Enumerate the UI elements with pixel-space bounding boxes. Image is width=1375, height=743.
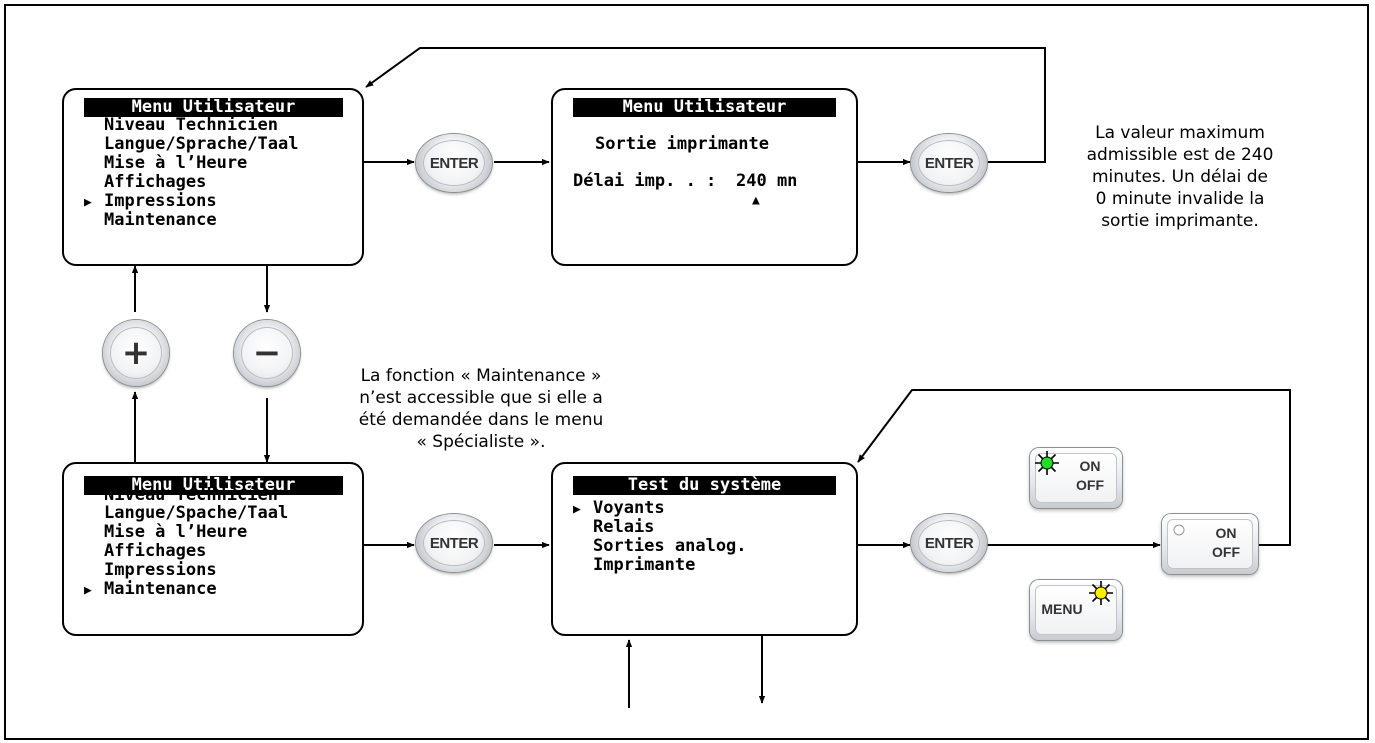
screen-title: Menu Utilisateur	[84, 476, 343, 495]
plus-button[interactable]: +	[103, 320, 169, 386]
enter-label: ENTER	[924, 154, 974, 172]
enter-label: ENTER	[924, 534, 974, 552]
menu-item: Niveau Technicien	[104, 485, 278, 505]
menu-screen-bottom-left: Menu Utilisateur Niveau Technicien Langu…	[62, 462, 364, 636]
note-line: admissible est de 240	[1086, 145, 1274, 165]
menu-label: MENU	[1041, 601, 1083, 617]
on-label: ON	[1079, 458, 1101, 474]
on-label: ON	[1215, 525, 1237, 541]
menu-item: Mise à l’Heure	[104, 522, 248, 542]
menu-item: Langue/Sprache/Taal	[104, 134, 299, 154]
enter-button[interactable]: ENTER	[416, 134, 492, 192]
minus-icon: −	[252, 333, 282, 373]
menu-item: Maintenance	[104, 210, 217, 230]
edit-marker-icon: ▲	[752, 193, 760, 208]
enter-label: ENTER	[429, 154, 479, 172]
printer-output-screen: Menu Utilisateur Sortie imprimante Délai…	[551, 88, 858, 266]
cursor-icon: ▶	[573, 502, 581, 517]
max-delay-note: La valeur maximum admissible est de 240 …	[1060, 122, 1300, 232]
screen-title: Menu Utilisateur	[84, 98, 343, 117]
menu-item: Mise à l’Heure	[104, 153, 248, 173]
test-item: Relais	[593, 517, 655, 537]
maintenance-note: La fonction « Maintenance » n’est access…	[306, 365, 656, 453]
note-line: sortie imprimante.	[1101, 211, 1259, 231]
delay-value: 240 mn	[736, 171, 798, 191]
test-item: Imprimante	[593, 555, 696, 575]
note-line: n’est accessible que si elle a	[359, 388, 603, 408]
screen-title: Menu Utilisateur	[573, 98, 836, 117]
cursor-icon: ▶	[84, 195, 92, 210]
cursor-icon: ▶	[84, 583, 92, 598]
screen-title: Test du système	[573, 476, 836, 495]
minus-button[interactable]: −	[234, 320, 300, 386]
menu-button[interactable]: MENU	[1030, 580, 1122, 640]
note-line: minutes. Un délai de	[1091, 167, 1268, 187]
menu-item-selected: Maintenance	[104, 579, 217, 599]
on-off-button-active[interactable]: ON OFF	[1030, 448, 1122, 508]
enter-button[interactable]: ENTER	[911, 134, 987, 192]
test-item-selected: Voyants	[593, 498, 665, 518]
enter-button[interactable]: ENTER	[911, 514, 987, 572]
screen-subtitle: Sortie imprimante	[595, 134, 769, 154]
yellow-led-icon	[1089, 581, 1113, 605]
menu-item: Affichages	[104, 172, 207, 192]
menu-item: Impressions	[104, 560, 217, 580]
on-off-button[interactable]: ON OFF	[1162, 514, 1258, 574]
delay-label: Délai imp. . :	[573, 171, 717, 191]
enter-label: ENTER	[429, 534, 479, 552]
green-led-icon	[1035, 451, 1059, 475]
note-line: « Spécialiste ».	[416, 432, 546, 452]
menu-item: Niveau Technicien	[104, 115, 278, 135]
note-line: 0 minute invalide la	[1095, 189, 1265, 209]
test-item: Sorties analog.	[593, 536, 747, 556]
plus-icon: +	[121, 333, 151, 373]
enter-button[interactable]: ENTER	[416, 514, 492, 572]
system-test-screen: Test du système ▶ Voyants Relais Sorties…	[551, 462, 858, 636]
menu-item: Langue/Spache/Taal	[104, 503, 289, 523]
off-label: OFF	[1076, 477, 1104, 493]
menu-item-selected: Impressions	[104, 191, 217, 211]
arrow-onoff-return	[857, 389, 1291, 546]
menu-screen-top-left: Menu Utilisateur Niveau Technicien Langu…	[62, 88, 364, 266]
note-line: La valeur maximum	[1095, 123, 1265, 143]
menu-item: Affichages	[104, 541, 207, 561]
note-line: été demandée dans le menu	[358, 410, 604, 430]
led-off-icon	[1173, 524, 1185, 536]
off-label: OFF	[1212, 544, 1240, 560]
note-line: La fonction « Maintenance »	[360, 366, 602, 386]
arrow-enter2-return	[365, 47, 1046, 163]
diagram-frame	[4, 4, 1369, 740]
